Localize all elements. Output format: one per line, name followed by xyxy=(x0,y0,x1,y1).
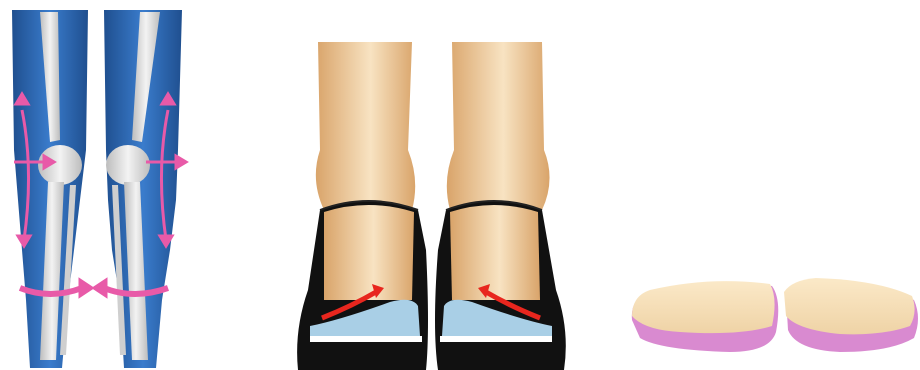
insoles-illustration xyxy=(620,0,920,370)
feet-illustration xyxy=(280,0,580,370)
right-insole-pad xyxy=(784,278,918,352)
right-foot xyxy=(435,42,566,370)
legs-illustration xyxy=(0,0,200,370)
insole-pair-illustration xyxy=(620,0,920,370)
left-insole-pad xyxy=(632,281,778,352)
left-foot xyxy=(297,42,428,370)
right-knee-bone xyxy=(106,145,150,185)
leg-bones-illustration xyxy=(0,0,200,370)
feet-in-shoes-illustration xyxy=(280,0,580,370)
